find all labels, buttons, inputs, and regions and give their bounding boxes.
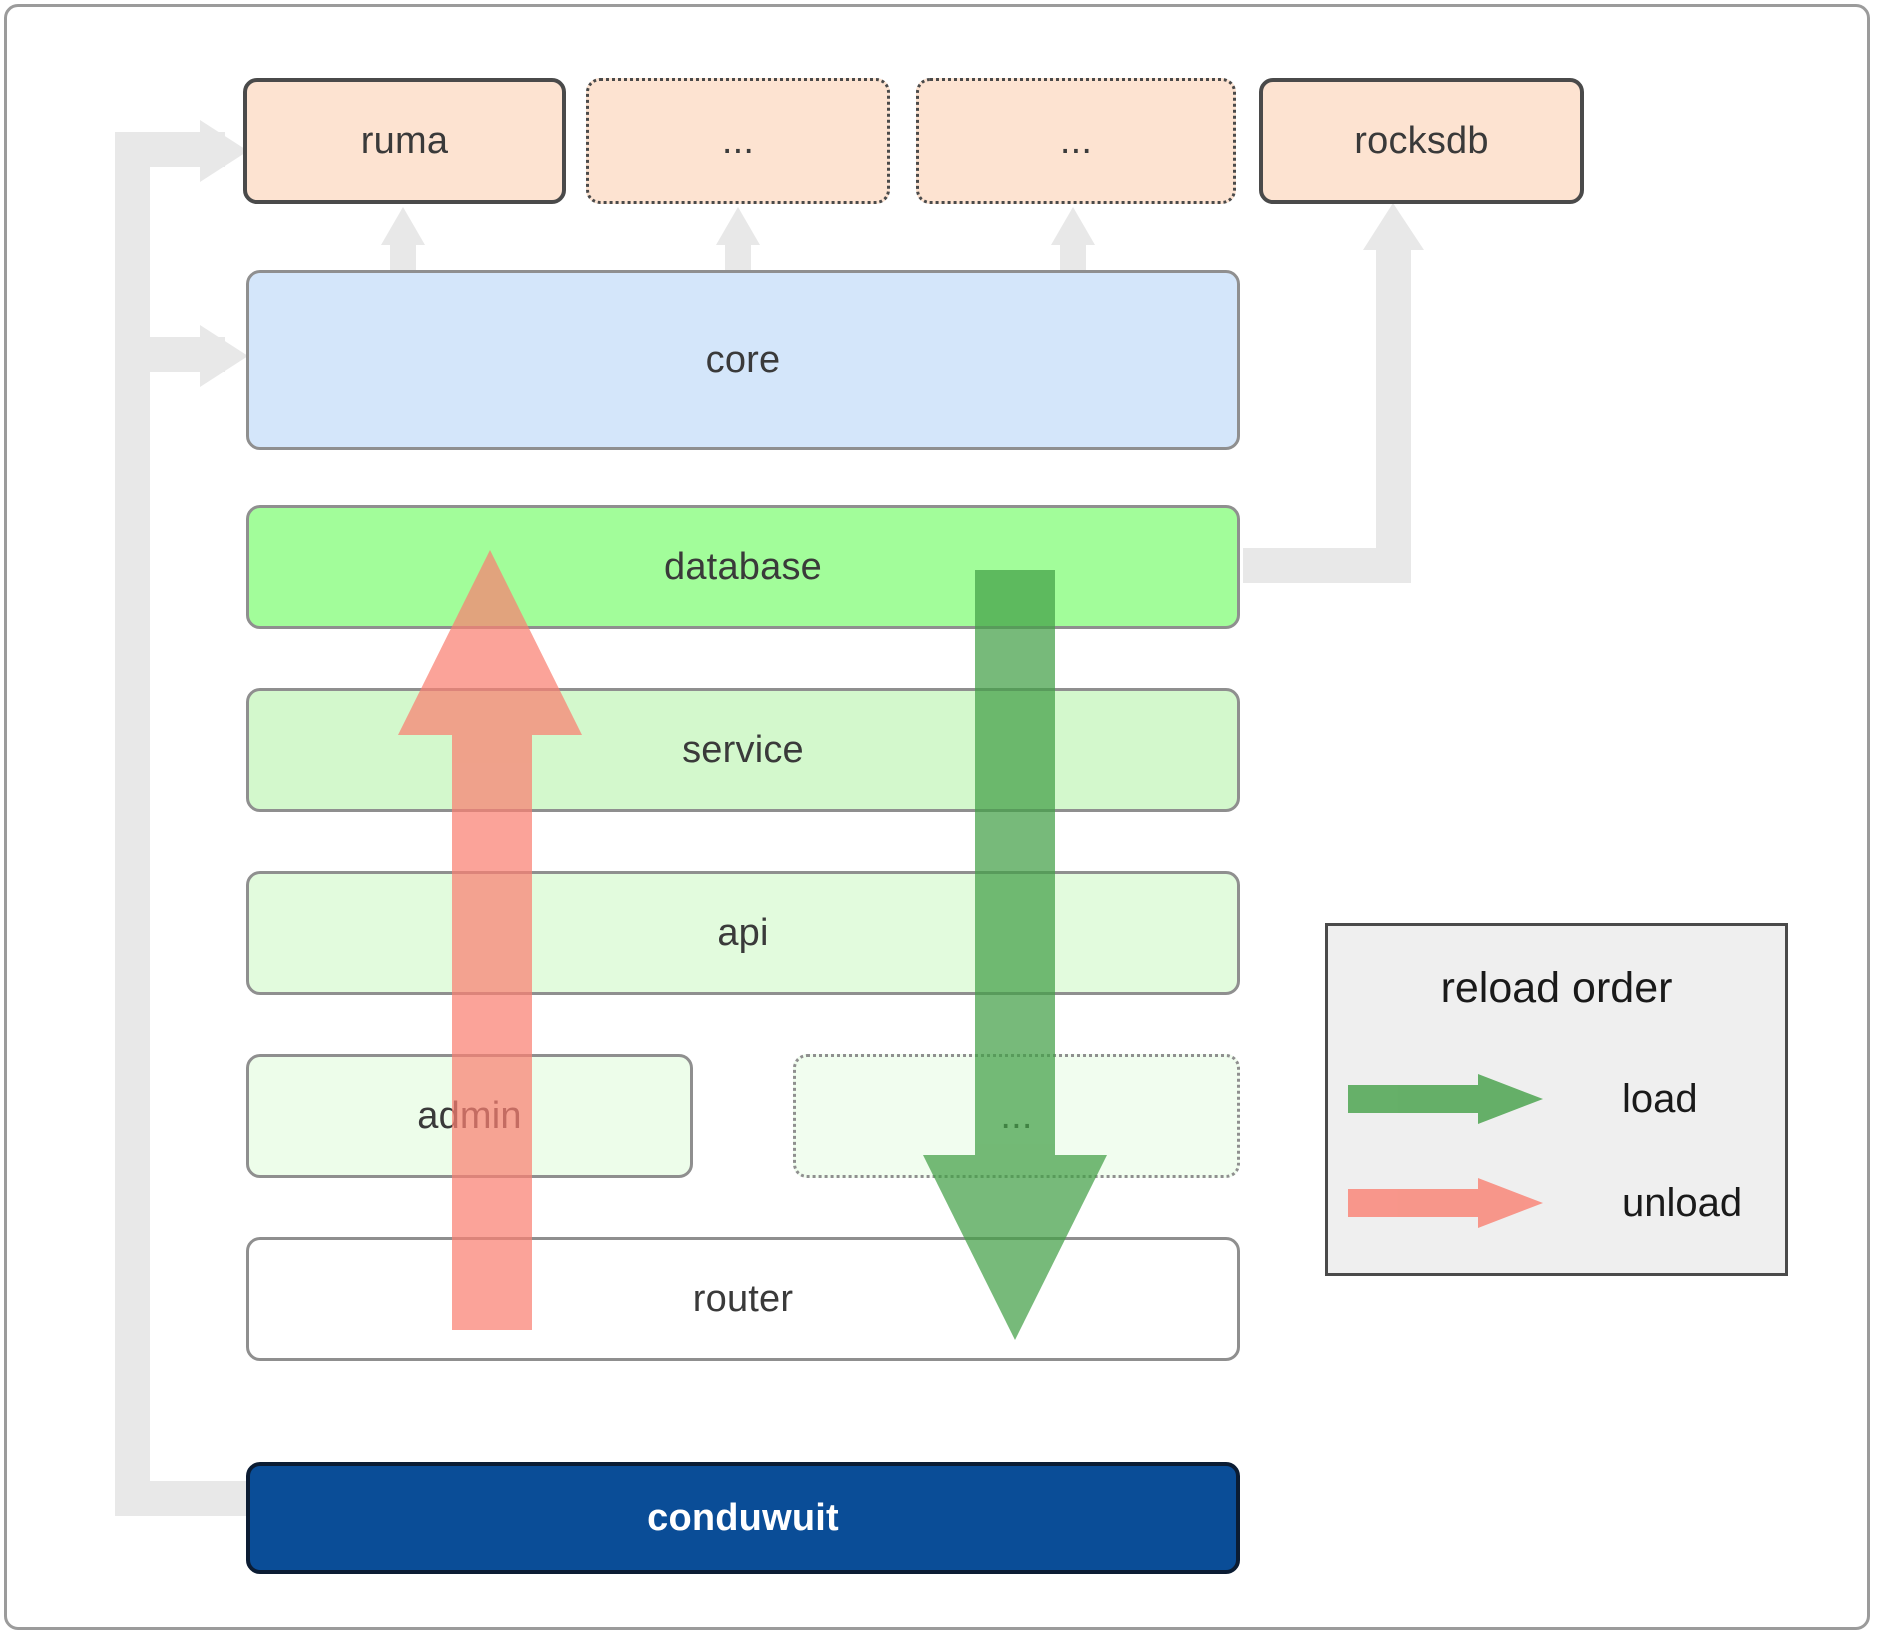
node-dependency-placeholder-1[interactable]: ...	[586, 78, 890, 204]
node-layer-placeholder-label: ...	[1000, 1094, 1033, 1137]
legend-load-label: load	[1622, 1076, 1698, 1121]
legend-load-arrow-icon	[1328, 1059, 1578, 1139]
legend-panel: reload order load	[1325, 923, 1788, 1276]
node-ruma-label: ruma	[360, 119, 449, 162]
node-router-label: router	[692, 1277, 794, 1320]
node-dependency-placeholder-2[interactable]: ...	[916, 78, 1236, 204]
legend-unload-arrow-icon	[1328, 1163, 1578, 1243]
node-service[interactable]: service	[246, 688, 1240, 812]
node-api[interactable]: api	[246, 871, 1240, 995]
node-core[interactable]: core	[246, 270, 1240, 450]
legend-item-load: load	[1328, 1059, 1791, 1139]
node-layer-placeholder[interactable]: ...	[793, 1054, 1240, 1178]
node-service-label: service	[682, 728, 804, 771]
node-database-label: database	[664, 545, 822, 588]
legend-title: reload order	[1440, 964, 1673, 1012]
node-api-label: api	[717, 911, 769, 954]
diagram-frame	[4, 4, 1870, 1630]
node-admin-label: admin	[417, 1094, 522, 1137]
node-router[interactable]: router	[246, 1237, 1240, 1361]
legend-unload-label: unload	[1622, 1180, 1743, 1225]
node-conduwuit[interactable]: conduwuit	[246, 1462, 1240, 1574]
node-dependency-placeholder-2-label: ...	[1059, 119, 1093, 162]
node-ruma[interactable]: ruma	[243, 78, 566, 204]
node-conduwuit-label: conduwuit	[647, 1496, 839, 1539]
node-database[interactable]: database	[246, 505, 1240, 629]
node-dependency-placeholder-1-label: ...	[721, 119, 755, 162]
node-core-label: core	[705, 338, 781, 381]
node-rocksdb-label: rocksdb	[1354, 119, 1489, 162]
legend-item-unload: unload	[1328, 1163, 1791, 1243]
node-rocksdb[interactable]: rocksdb	[1259, 78, 1584, 204]
node-admin[interactable]: admin	[246, 1054, 693, 1178]
